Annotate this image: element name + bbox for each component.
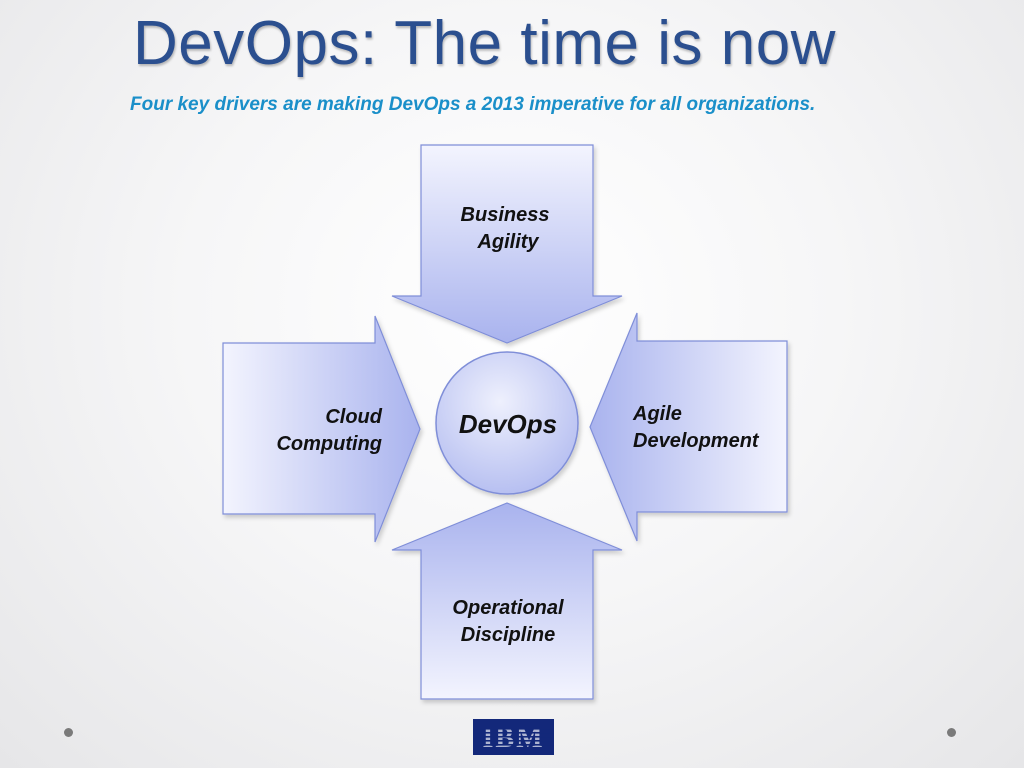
ibm-logo-text: IBM [483, 723, 545, 754]
operational-discipline-label-line1: Operational [452, 597, 564, 619]
agile-development-label-line1: Agile [632, 403, 682, 425]
agile-development-arrow: Agile Development [589, 312, 788, 542]
agile-development-label-line2: Development [633, 430, 760, 452]
cloud-computing-arrow: Cloud Computing [222, 315, 421, 543]
operational-discipline-label-line2: Discipline [461, 624, 555, 646]
devops-center-label: DevOps [459, 409, 557, 439]
business-agility-label-line1: Business [461, 204, 550, 226]
slide-subtitle: Four key drivers are making DevOps a 201… [130, 94, 816, 115]
left-decorative-dot [64, 728, 73, 737]
business-agility-arrow: Business Agility [391, 144, 623, 344]
right-decorative-dot [947, 728, 956, 737]
business-agility-label-line2: Agility [476, 231, 539, 253]
devops-center-node: DevOps [435, 351, 579, 495]
slide-title: DevOps: The time is now [133, 9, 836, 78]
cloud-computing-label-line2: Computing [276, 433, 382, 455]
ibm-logo: IBM [473, 719, 554, 755]
operational-discipline-arrow: Operational Discipline [391, 502, 623, 700]
cloud-computing-label-line1: Cloud [325, 406, 382, 428]
